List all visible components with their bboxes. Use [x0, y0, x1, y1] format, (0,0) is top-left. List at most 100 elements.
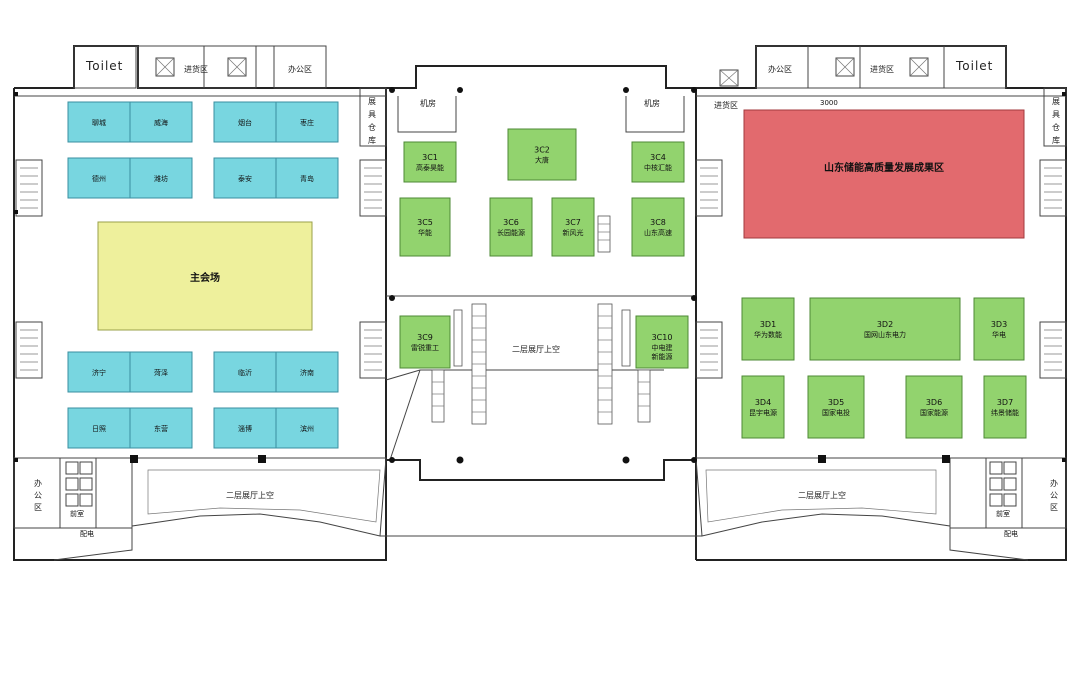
city-zone-label: 淄博: [238, 424, 252, 433]
booth-name: 中核汇能: [644, 163, 672, 172]
booth-name: 国网山东电力: [864, 330, 906, 339]
booth-name: 纬景储能: [991, 408, 1019, 417]
cargo-left-label: 进货区: [184, 64, 208, 74]
city-zone-label: 青岛: [300, 174, 314, 183]
void-center-label: 二层展厅上空: [512, 344, 560, 354]
city-zone[interactable]: 烟台: [213, 101, 277, 143]
anteroom-right-label: 前室: [996, 509, 1010, 518]
booth-code: 3C4: [650, 153, 666, 162]
city-zone[interactable]: 泰安: [213, 157, 277, 199]
city-zone[interactable]: 济南: [275, 351, 339, 393]
booth-code: 3D6: [926, 398, 942, 407]
booth-name: 高泰昊能: [416, 163, 444, 172]
city-zone-label: 德州: [92, 174, 106, 183]
booth-code: 3C2: [534, 146, 550, 155]
booth-code: 3C1: [422, 153, 438, 162]
booth-name: 国家能源: [920, 408, 948, 417]
booth-code: 3C8: [650, 218, 666, 227]
city-zone-label: 临沂: [238, 368, 252, 377]
booth-code: 3C5: [417, 218, 433, 227]
booth-name: 华电: [992, 330, 1006, 339]
city-zone[interactable]: 淄博: [213, 407, 277, 449]
city-zone[interactable]: 威海: [129, 101, 193, 143]
anteroom-left-label: 前室: [70, 509, 84, 518]
booth-code: 3C7: [565, 218, 581, 227]
toilet-left-label: Toilet: [85, 59, 123, 73]
city-zone[interactable]: 枣庄: [275, 101, 339, 143]
power-right-label: 配电: [1004, 529, 1018, 538]
booth-name: 华能: [418, 228, 432, 237]
void-left-label: 二层展厅上空: [226, 490, 274, 500]
building-outline: [13, 45, 1067, 561]
cargo-right-top-label: 进货区: [870, 64, 894, 74]
booth-code: 3D2: [877, 320, 893, 329]
feature-zone-label: 山东储能高质量发展成果区: [824, 161, 944, 174]
office-right-bottom-label: 办公区: [1050, 478, 1058, 512]
city-zone[interactable]: 滨州: [275, 407, 339, 449]
booth-name: 山东高速: [644, 228, 672, 237]
cargo-right-label: 进货区: [714, 100, 738, 110]
office-right-top-label: 办公区: [768, 64, 792, 74]
booth-name: 新风光: [563, 228, 584, 237]
hall-east: 山东储能高质量发展成果区 3D1华为数能3D2国网山东电力3D3华电3D4昆宇电…: [741, 109, 1027, 439]
city-zone[interactable]: 菏泽: [129, 351, 193, 393]
city-zone-label: 滨州: [300, 424, 314, 433]
booth-code: 3C9: [417, 333, 433, 342]
pillars: [14, 87, 1066, 464]
main-venue-zone[interactable]: [97, 221, 313, 331]
room-labels: Toilet Toilet 进货区 办公区 办公区 进货区 进货区 3000 机…: [34, 59, 1060, 538]
city-zone[interactable]: 东营: [129, 407, 193, 449]
city-zone-label: 潍坊: [154, 174, 168, 183]
hall-east-booths: 3D1华为数能3D2国网山东电力3D3华电3D4昆宇电源3D5国家电投3D6国家…: [741, 297, 1027, 439]
city-zone-label: 济宁: [92, 368, 106, 377]
booth-code: 3C10: [652, 333, 673, 342]
city-zone-label: 菏泽: [154, 368, 168, 377]
booth-name: 昆宇电源: [749, 408, 777, 417]
city-zone[interactable]: 临沂: [213, 351, 277, 393]
storage-left-label: 展具仓库: [368, 97, 376, 145]
city-zone[interactable]: 聊城: [67, 101, 131, 143]
city-zone-label: 泰安: [238, 174, 252, 183]
booth-code: 3C6: [503, 218, 519, 227]
city-zone-label: 东营: [154, 424, 168, 433]
machine-left-label: 机房: [420, 98, 436, 108]
city-zone-label: 烟台: [238, 118, 252, 127]
city-zone[interactable]: 济宁: [67, 351, 131, 393]
city-zone[interactable]: 潍坊: [129, 157, 193, 199]
booth-name: 国家电投: [822, 408, 850, 417]
city-zone[interactable]: 德州: [67, 157, 131, 199]
booth-code: 3D3: [991, 320, 1007, 329]
storage-right-label: 展具仓库: [1052, 97, 1060, 145]
booth-code: 3D1: [760, 320, 776, 329]
feature-zone[interactable]: [743, 109, 1025, 239]
city-zone[interactable]: 日照: [67, 407, 131, 449]
city-zone[interactable]: 青岛: [275, 157, 339, 199]
booth-name: 华为数能: [754, 330, 782, 339]
dimension-label: 3000: [820, 99, 838, 107]
main-venue-label: 主会场: [190, 271, 220, 284]
booth-code: 3D4: [755, 398, 771, 407]
city-zone-label: 日照: [92, 425, 106, 433]
booth-name: 雷锐重工: [411, 343, 439, 352]
office-left-top-label: 办公区: [288, 64, 312, 74]
booth-code: 3D5: [828, 398, 844, 407]
city-zone-label: 聊城: [92, 118, 106, 127]
city-zone-label: 枣庄: [300, 118, 314, 127]
